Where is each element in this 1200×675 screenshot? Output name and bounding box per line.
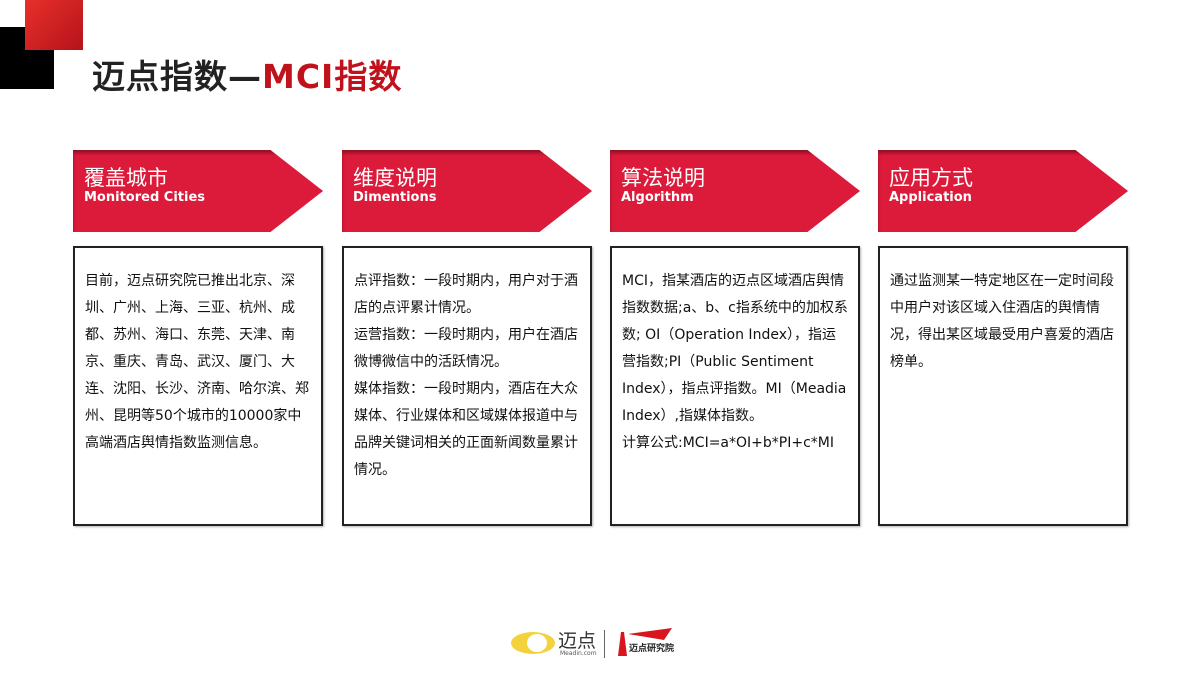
column-title-en: Algorithm bbox=[621, 190, 694, 205]
decor-red-square bbox=[25, 0, 83, 50]
column-title-cn: 覆盖城市 bbox=[84, 166, 168, 190]
column-body-box: MCI，指某酒店的迈点区域酒店舆情指数数据;a、b、c指系统中的加权系数; OI… bbox=[610, 246, 860, 526]
column-header-arrow: 维度说明 Dimentions bbox=[342, 150, 592, 232]
logo-divider bbox=[604, 630, 605, 658]
logo1-subtext: Meadin.com bbox=[560, 650, 597, 657]
title-accent: MCI指数 bbox=[262, 57, 403, 96]
column-body-box: 通过监测某一特定地区在一定时间段中用户对该区域入住酒店的舆情情况，得出某区域最受… bbox=[878, 246, 1128, 526]
column-title-cn: 算法说明 bbox=[621, 166, 705, 190]
column-header-arrow: 覆盖城市 Monitored Cities bbox=[73, 150, 323, 232]
column-body-text: 通过监测某一特定地区在一定时间段中用户对该区域入住酒店的舆情情况，得出某区域最受… bbox=[890, 273, 1114, 370]
column-title-en: Application bbox=[889, 190, 972, 205]
column-title-en: Monitored Cities bbox=[84, 190, 206, 205]
column-body-text: MCI，指某酒店的迈点区域酒店舆情指数数据;a、b、c指系统中的加权系数; OI… bbox=[622, 273, 848, 451]
page-title: 迈点指数—MCI指数 bbox=[92, 50, 402, 98]
column-body-text: 点评指数：一段时期内，用户对于酒店的点评累计情况。 运营指数：一段时期内，用户在… bbox=[354, 273, 578, 478]
title-main: 迈点指数— bbox=[92, 57, 262, 96]
eye-logo-icon bbox=[511, 632, 555, 654]
column-cities: 覆盖城市 Monitored Cities 目前，迈点研究院已推出北京、深圳、广… bbox=[73, 150, 323, 526]
lighthouse-logo-icon bbox=[618, 628, 672, 656]
column-title-cn: 维度说明 bbox=[353, 166, 437, 190]
logo1-text: 迈点 bbox=[558, 630, 597, 652]
logo2-text: 迈点研究院 bbox=[629, 644, 675, 654]
column-dimensions: 维度说明 Dimentions 点评指数：一段时期内，用户对于酒店的点评累计情况… bbox=[342, 150, 592, 526]
column-title-en: Dimentions bbox=[353, 190, 437, 205]
column-body-box: 点评指数：一段时期内，用户对于酒店的点评累计情况。 运营指数：一段时期内，用户在… bbox=[342, 246, 592, 526]
column-application: 应用方式 Application 通过监测某一特定地区在一定时间段中用户对该区域… bbox=[878, 150, 1128, 526]
column-header-arrow: 算法说明 Algorithm bbox=[610, 150, 860, 232]
column-header-arrow: 应用方式 Application bbox=[878, 150, 1128, 232]
column-body-text: 目前，迈点研究院已推出北京、深圳、广州、上海、三亚、杭州、成都、苏州、海口、东莞… bbox=[85, 273, 309, 451]
column-algorithm: 算法说明 Algorithm MCI，指某酒店的迈点区域酒店舆情指数数据;a、b… bbox=[610, 150, 860, 526]
column-body-box: 目前，迈点研究院已推出北京、深圳、广州、上海、三亚、杭州、成都、苏州、海口、东莞… bbox=[73, 246, 323, 526]
column-title-cn: 应用方式 bbox=[889, 166, 973, 190]
